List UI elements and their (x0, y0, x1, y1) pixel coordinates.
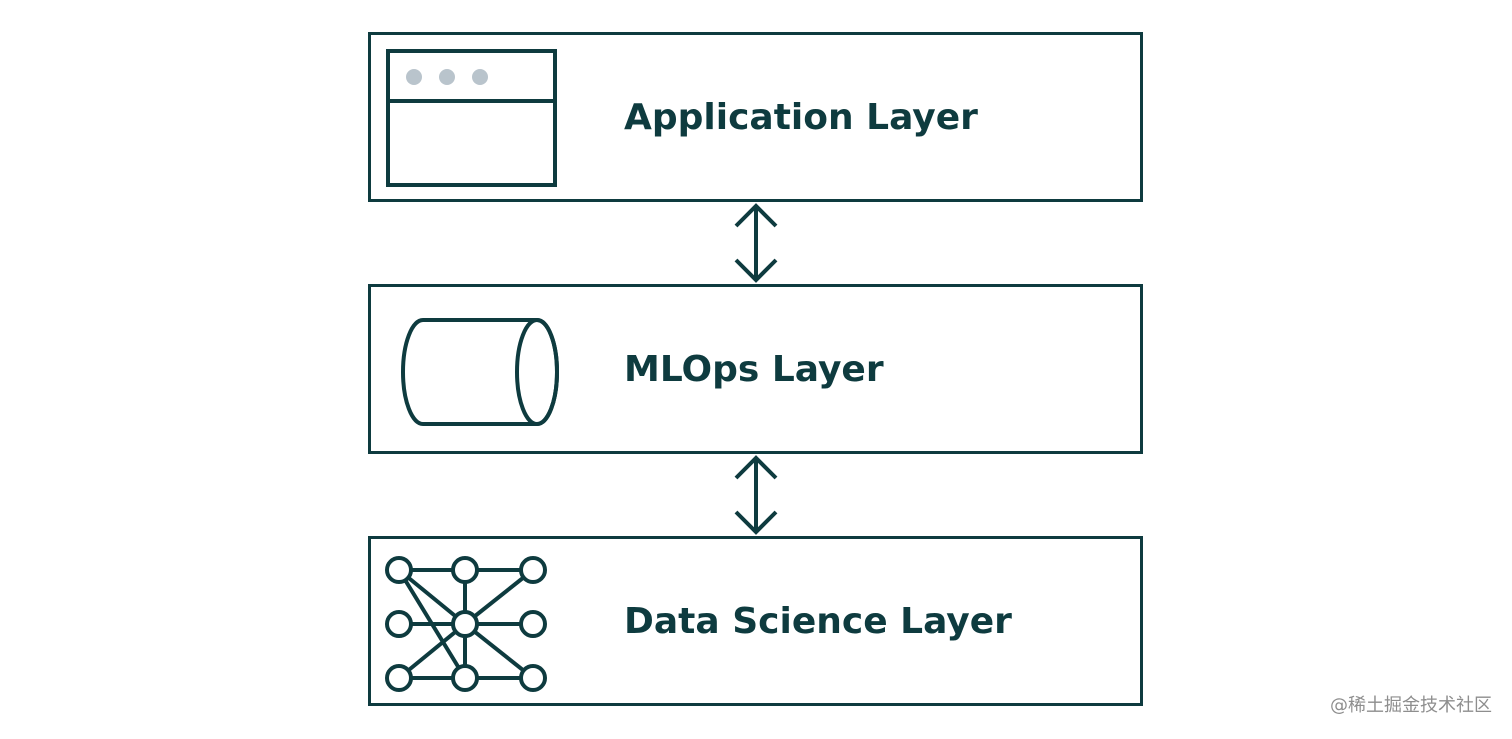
network-node (519, 610, 547, 638)
mlops-layer-box: MLOps Layer (368, 284, 1143, 454)
data-science-layer-box: Data Science Layer (368, 536, 1143, 706)
data-science-layer-label: Data Science Layer (624, 600, 1012, 642)
network-node (385, 664, 413, 692)
window-dot (472, 69, 488, 85)
bidirectional-arrow-icon (734, 455, 778, 535)
window-dot (439, 69, 455, 85)
network-node (451, 556, 479, 584)
neural-network-icon (385, 556, 547, 692)
network-node (385, 610, 413, 638)
network-node (451, 664, 479, 692)
bidirectional-arrow-icon (734, 203, 778, 283)
cylinder-icon (401, 318, 559, 426)
network-node (519, 664, 547, 692)
window-dot (406, 69, 422, 85)
browser-window-icon (386, 49, 557, 187)
watermark-text: @稀土掘金技术社区 (1330, 695, 1492, 716)
application-layer-label: Application Layer (624, 96, 978, 138)
network-node (451, 610, 479, 638)
application-layer-box: Application Layer (368, 32, 1143, 202)
network-node (385, 556, 413, 584)
mlops-layer-label: MLOps Layer (624, 348, 884, 390)
network-node (519, 556, 547, 584)
